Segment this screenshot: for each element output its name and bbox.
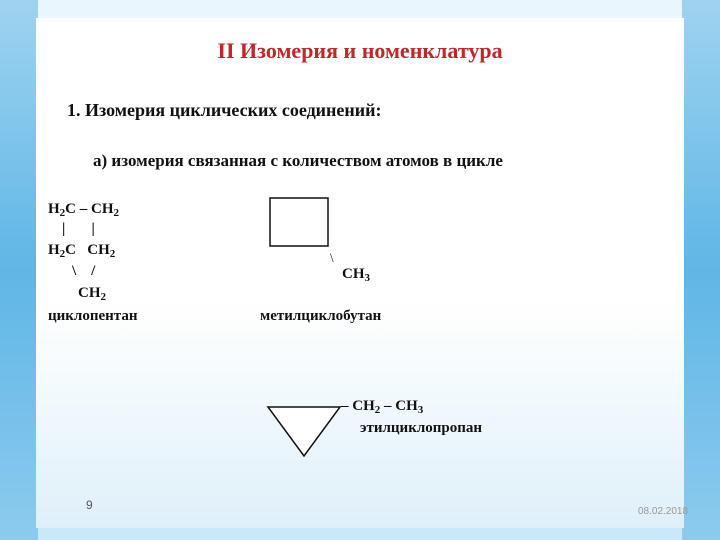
right-frame-border bbox=[682, 0, 720, 540]
cyclobutane-square bbox=[269, 197, 329, 247]
subsection-heading: а) изомерия связанная с количеством атом… bbox=[93, 151, 503, 170]
methyl-group: CH3 bbox=[342, 266, 370, 284]
slide-title: II Изомерия и номенклатура bbox=[217, 38, 503, 63]
cyclopentane-name: циклопентан bbox=[48, 308, 138, 324]
slide-panel bbox=[36, 18, 684, 528]
ethyl-chain: – CH2 – CH3 bbox=[341, 398, 424, 416]
methylcyclobutane-name: метилциклобутан bbox=[260, 308, 382, 324]
slide-date: 08.02.2018 bbox=[638, 506, 689, 517]
cyclopentane-row-1: H2C – CH2 bbox=[48, 201, 120, 219]
methyl-bond: \ bbox=[330, 250, 334, 265]
ethylcyclopropane-name: этилциклопропан bbox=[360, 420, 483, 436]
page-number: 9 bbox=[86, 498, 93, 512]
section-heading: 1. Изомерия циклических соединений: bbox=[67, 100, 382, 120]
cyclopentane-row-2: H2C CH2 bbox=[48, 242, 116, 260]
cyclopentane-bonds-2: \ / bbox=[72, 263, 96, 279]
cyclopentane-bonds-1: | | bbox=[62, 221, 95, 237]
cyclopropane-triangle bbox=[266, 406, 342, 458]
left-frame-border bbox=[0, 0, 38, 540]
cyclopentane-row-3: CH2 bbox=[78, 285, 106, 303]
